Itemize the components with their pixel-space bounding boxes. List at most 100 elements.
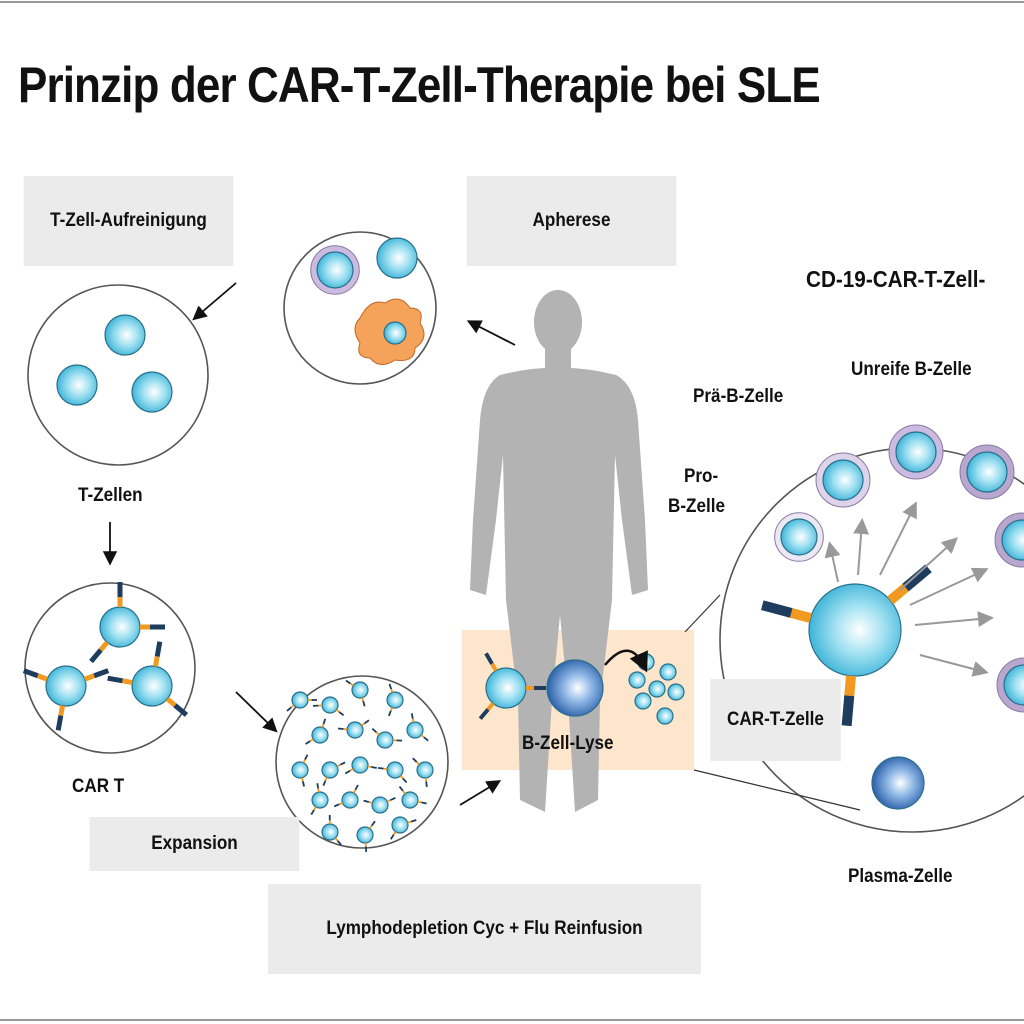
cell-icon <box>871 756 925 810</box>
page-title: Prinzip der CAR-T-Zell-Therapie bei SLE <box>18 57 821 113</box>
cell-icon <box>56 364 98 406</box>
receptor-icon <box>402 777 408 784</box>
cell-icon <box>774 512 824 562</box>
label-box-apheresis: Apherese <box>466 176 677 266</box>
receptor-icon <box>165 696 177 708</box>
receptor-icon <box>367 765 372 768</box>
receptor-icon <box>93 668 110 679</box>
maturation-arrow <box>899 537 958 591</box>
label-t-cells: T-Zellen <box>78 485 143 506</box>
receptor-icon <box>389 834 395 840</box>
receptor-icon <box>22 668 39 679</box>
receptor-icon <box>173 703 189 717</box>
receptor-icon <box>402 790 406 795</box>
cell-icon <box>310 245 360 295</box>
cell-icon <box>637 653 655 671</box>
cell-icon <box>383 321 407 345</box>
receptor-icon <box>89 648 103 664</box>
maturation-arrow <box>909 567 989 606</box>
cell-icon <box>321 696 339 714</box>
receptor-icon <box>324 777 328 782</box>
receptor-icon <box>153 656 160 667</box>
label-car-t: CAR T <box>72 776 125 797</box>
cell-icon <box>648 680 666 698</box>
cell-icon <box>959 444 1015 500</box>
receptor-icon <box>338 802 343 806</box>
receptor-icon <box>316 783 320 789</box>
cell-icon <box>131 665 173 707</box>
enclosure-circle <box>283 231 437 385</box>
arrows <box>102 282 861 811</box>
receptor-icon <box>390 796 396 801</box>
receptor-icon <box>390 707 393 712</box>
cell-icon <box>376 237 418 279</box>
receptor-icon <box>392 831 397 836</box>
receptor-icon <box>388 710 392 717</box>
receptor-icon <box>378 767 384 770</box>
receptor-icon <box>301 777 304 782</box>
label-box-expansion: Expansion <box>89 817 300 871</box>
receptor-icon <box>902 564 932 592</box>
receptor-icon <box>363 719 370 725</box>
receptor-icon <box>410 713 414 719</box>
cell-icon <box>815 452 871 508</box>
receptor-icon <box>423 736 429 742</box>
cell-icon <box>321 761 339 779</box>
label-box-t-cell-purification: T-Zell-Aufreinigung <box>23 176 234 266</box>
receptor-icon <box>416 761 420 766</box>
maturation-arrow <box>914 611 994 628</box>
receptor-icon <box>361 722 366 727</box>
enclosure-circle <box>27 284 209 466</box>
receptor-icon <box>361 697 365 702</box>
receptor-icon <box>336 840 342 846</box>
cell-icon <box>656 707 674 725</box>
cell-icon <box>311 726 329 744</box>
human-silhouette-icon <box>470 290 648 812</box>
cell-icon <box>996 657 1024 713</box>
enclosure-circle <box>275 675 449 849</box>
receptor-icon <box>290 704 295 709</box>
cell-icon <box>386 691 404 709</box>
receptor-icon <box>302 759 306 764</box>
receptor-icon <box>154 641 163 657</box>
cell-icon <box>371 796 389 814</box>
receptor-icon <box>304 754 309 760</box>
receptor-icon <box>478 708 490 720</box>
maturation-arrow <box>919 654 989 677</box>
maturation-arrow <box>824 541 841 583</box>
label-pre-b-cell: Prä-B-Zelle <box>693 386 784 407</box>
receptor-icon <box>386 799 391 803</box>
receptor-icon <box>354 784 359 791</box>
cell-icon <box>45 665 87 707</box>
label-box-car-t-cell: CAR-T-Zelle <box>710 679 841 761</box>
cell-icon <box>131 371 173 413</box>
cell-icon <box>416 761 434 779</box>
cell-icon <box>994 512 1024 568</box>
receptor-icon <box>98 640 110 652</box>
cell-icon <box>401 791 419 809</box>
receptor-icon <box>490 662 498 672</box>
receptor-icon <box>313 806 317 811</box>
receptor-icon <box>345 679 351 685</box>
receptor-icon <box>286 706 292 712</box>
receptor-icon <box>349 682 354 687</box>
receptor-icon <box>398 786 404 792</box>
cell-icon <box>341 791 359 809</box>
receptor-icon <box>390 688 394 693</box>
receptor-icon <box>841 695 855 727</box>
cell-icon <box>546 659 604 717</box>
receptor-icon <box>336 763 341 768</box>
receptor-icon <box>301 781 305 787</box>
cell-icon <box>351 756 369 774</box>
label-box-lymphodepletion: Lymphodepletion Cyc + Flu Reinfusion <box>268 884 701 974</box>
cell-icon <box>376 731 394 749</box>
receptor-icon <box>371 766 377 769</box>
maturation-arrow <box>853 518 870 576</box>
cell-icon <box>386 761 404 779</box>
label-b-cell-lysis: B-Zell-Lyse <box>522 733 614 754</box>
receptor-icon <box>425 781 428 788</box>
receptor-icon <box>310 809 315 816</box>
cell-icon <box>391 816 409 834</box>
enclosure-circle <box>24 582 196 754</box>
